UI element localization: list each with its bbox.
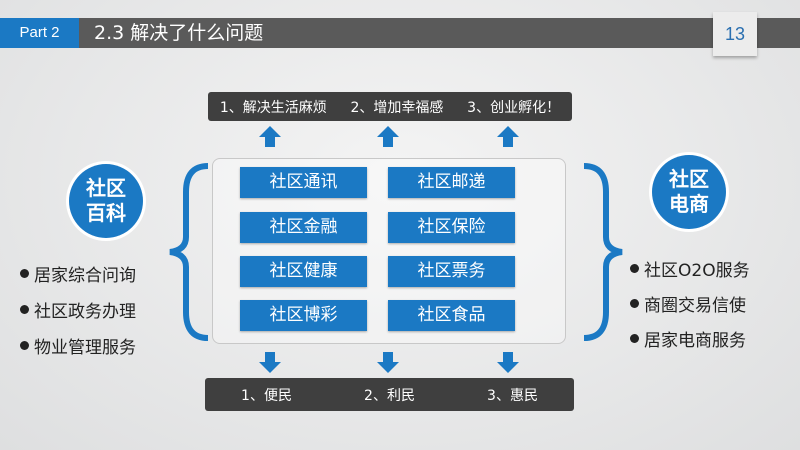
tile: 社区健康 [240, 256, 367, 287]
benefits-box-bottom: 1、便民 2、利民 3、惠民 [205, 378, 574, 411]
left-brace-icon [169, 163, 209, 341]
benefit-item: 3、创业孵化！ [467, 99, 561, 116]
header-bar [0, 18, 800, 48]
right-brace-icon [583, 163, 623, 341]
page-number: 13 [713, 12, 757, 56]
tile: 社区金融 [240, 212, 367, 243]
tile: 社区保险 [388, 212, 515, 243]
page-title: 2.3 解决了什么问题 [94, 22, 264, 44]
part-label: Part 2 [0, 18, 79, 48]
bullet-item: 居家电商服务 [630, 326, 746, 351]
arrow-down-icon [497, 352, 519, 373]
arrow-down-icon [259, 352, 281, 373]
benefit-item: 3、惠民 [487, 387, 538, 404]
benefit-item: 1、解决生活麻烦 [219, 99, 327, 116]
circle-line: 百科 [86, 201, 126, 225]
tile: 社区通讯 [240, 167, 367, 198]
bullet-item: 社区政务办理 [20, 297, 136, 322]
arrow-up-icon [259, 126, 281, 147]
circle-line: 社区 [86, 176, 126, 200]
benefits-box-top: 1、解决生活麻烦 2、增加幸福感 3、创业孵化！ [208, 92, 572, 121]
arrow-down-icon [377, 352, 399, 373]
circle-line: 社区 [669, 167, 709, 191]
tile: 社区邮递 [388, 167, 515, 198]
circle-line: 电商 [669, 192, 709, 216]
arrow-up-icon [377, 126, 399, 147]
benefit-item: 1、便民 [241, 387, 292, 404]
benefit-item: 2、利民 [364, 387, 415, 404]
bullet-item: 社区O2O服务 [630, 256, 750, 281]
tile: 社区博彩 [240, 300, 367, 331]
tile: 社区食品 [388, 300, 515, 331]
arrow-up-icon [497, 126, 519, 147]
benefit-item: 2、增加幸福感 [350, 99, 444, 116]
bullet-item: 居家综合问询 [20, 261, 136, 286]
tile: 社区票务 [388, 256, 515, 287]
right-category-circle: 社区电商 [652, 155, 726, 229]
left-category-circle: 社区百科 [69, 164, 143, 238]
bullet-item: 物业管理服务 [20, 333, 136, 358]
bullet-item: 商圈交易信使 [630, 291, 746, 316]
